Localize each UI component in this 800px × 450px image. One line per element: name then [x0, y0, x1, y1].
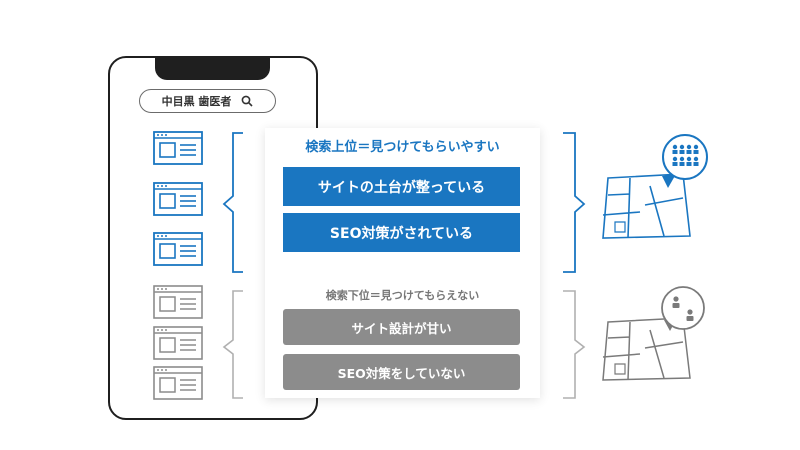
- people-icon: [672, 296, 694, 321]
- bottom-reason-1: サイト設計が甘い: [283, 309, 520, 345]
- map-icon: [602, 317, 691, 381]
- map-icon: [602, 173, 691, 239]
- bottom-reason-2: SEO対策をしていない: [283, 354, 520, 390]
- location-pin-icon: [662, 134, 708, 188]
- top-left-bracket: [222, 132, 243, 273]
- top-rank-heading: 検索上位＝見つけてもらいやすい: [305, 140, 500, 155]
- website-icon: [153, 182, 203, 216]
- phone-notch: [155, 56, 270, 80]
- website-icon: [153, 366, 203, 400]
- search-query: 中目黒 歯医者: [161, 95, 232, 108]
- website-icon: [153, 326, 203, 360]
- website-icon: [153, 285, 203, 319]
- search-icon: [241, 95, 253, 107]
- bottom-rank-heading: 検索下位＝見つけてもらえない: [325, 289, 480, 302]
- crowd-icon: [672, 144, 699, 166]
- website-icon: [153, 131, 203, 165]
- top-right-bracket: [563, 132, 586, 273]
- search-bar[interactable]: 中目黒 歯医者: [139, 89, 276, 113]
- bottom-left-bracket: [222, 290, 243, 399]
- top-reason-1: サイトの土台が整っている: [283, 167, 520, 206]
- top-reason-2: SEO対策がされている: [283, 213, 520, 252]
- location-pin-icon: [661, 286, 705, 331]
- website-icon: [153, 232, 203, 266]
- bottom-right-bracket: [563, 290, 586, 399]
